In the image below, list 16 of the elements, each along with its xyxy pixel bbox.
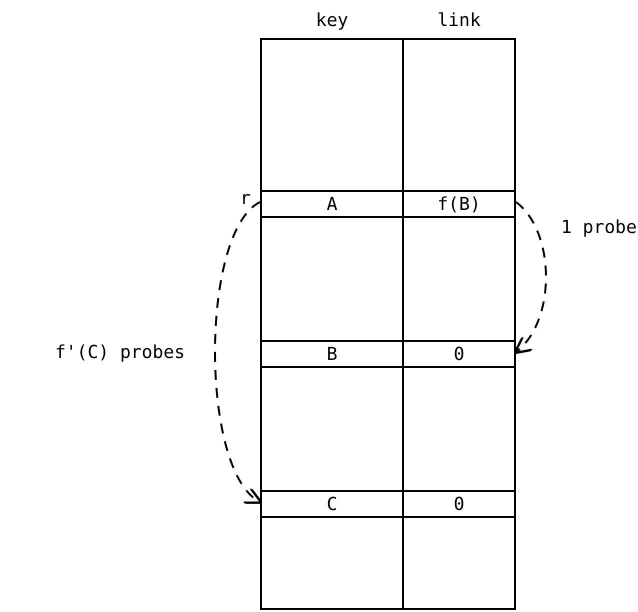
column-header: key bbox=[316, 10, 348, 31]
link-text: 0 bbox=[454, 494, 464, 514]
key-text: C bbox=[326, 494, 338, 514]
key-text: B bbox=[326, 344, 338, 364]
table-row bbox=[262, 490, 514, 518]
edge-label: f'(C) probes bbox=[54, 342, 185, 363]
link-text: 0 bbox=[454, 344, 464, 364]
table-row bbox=[262, 190, 514, 218]
link-text: f(B) bbox=[437, 194, 481, 214]
column-header: link bbox=[437, 10, 481, 31]
key-text: A bbox=[326, 194, 338, 214]
dashed-arrow bbox=[514, 201, 547, 354]
dashed-arrow bbox=[214, 201, 262, 504]
edge-label: 1 probe bbox=[561, 217, 637, 238]
table-row bbox=[262, 340, 514, 368]
row-label: r bbox=[240, 188, 251, 209]
